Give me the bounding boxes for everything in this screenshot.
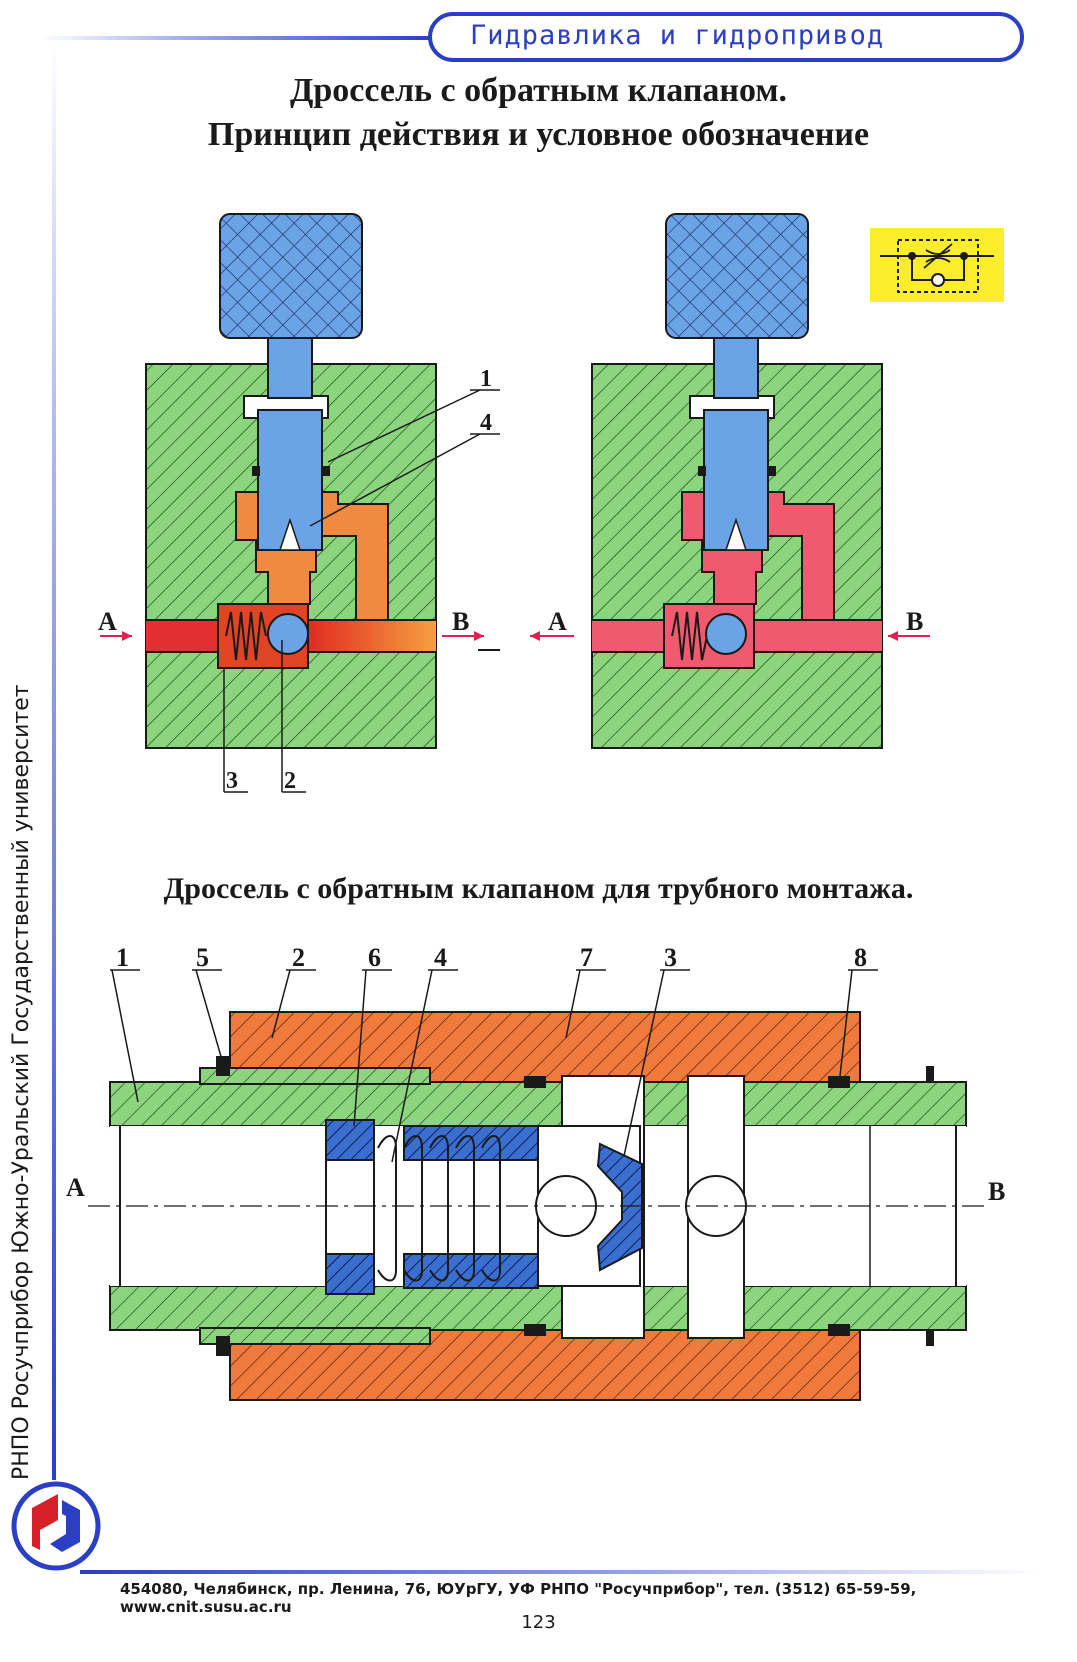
bottom-callout-6: 6 <box>368 943 381 972</box>
right-throttle-valve: A B <box>530 213 930 749</box>
footer-address: 454080, Челябинск, пр. Ленина, 76, ЮУрГУ… <box>120 1580 917 1616</box>
right-spring <box>671 611 708 661</box>
side-decor-line <box>52 40 56 1480</box>
spring-seat-bottom <box>325 1253 375 1295</box>
footer-decor-line <box>80 1570 1040 1574</box>
page-number: 123 <box>521 1612 556 1633</box>
left-knob <box>219 213 363 339</box>
poppet-guide-bottom <box>403 1253 539 1289</box>
header-subject: Гидравлика и гидропривод <box>470 20 885 51</box>
bottom-callout-8: 8 <box>854 943 867 972</box>
left-stem <box>267 335 313 399</box>
bottom-callout-7: 7 <box>580 943 593 972</box>
seal-5-bottom <box>216 1336 230 1356</box>
bottom-port-b: B <box>988 1177 1005 1206</box>
spring-coil-4 <box>455 1135 475 1282</box>
left-outlet-channel <box>296 620 436 652</box>
pipe-mount-diagram: A B 1 5 2 6 4 7 3 8 <box>66 943 1005 1401</box>
bottom-callout-3: 3 <box>664 943 677 972</box>
spring-coil-5 <box>481 1135 501 1282</box>
seal-8-top <box>828 1076 850 1088</box>
poppet-guide-top <box>403 1125 539 1161</box>
left-port-a: A <box>98 607 117 636</box>
page-subtitle: Принцип действия и условное обозначение <box>207 116 870 153</box>
logo <box>11 1481 101 1571</box>
bottom-callout-2: 2 <box>292 943 305 972</box>
bottom-callout-1: 1 <box>116 943 129 972</box>
left-callout-3: 3 <box>226 768 238 794</box>
left-port-b: B <box>452 607 469 636</box>
right-port-a: A <box>548 607 567 636</box>
bottom-callout-5: 5 <box>196 943 209 972</box>
left-callout-4: 4 <box>480 410 492 436</box>
bottom-callout-4: 4 <box>434 943 447 972</box>
left-callout-2: 2 <box>284 768 296 794</box>
left-ball <box>267 613 309 655</box>
spring-coil-2 <box>403 1135 423 1282</box>
spring-seat-top <box>325 1119 375 1161</box>
spring-coil-3 <box>429 1135 449 1282</box>
seal-5-top <box>216 1056 230 1076</box>
section-title: Дроссель с обратным клапаном для трубног… <box>163 872 914 905</box>
hydraulic-symbol <box>870 228 1004 302</box>
poppet-cone <box>596 1142 643 1272</box>
right-knob <box>665 213 809 339</box>
spring-coil-1 <box>377 1135 397 1282</box>
body-wall-bottom <box>109 1285 967 1331</box>
right-ball <box>705 613 747 655</box>
right-port-b: B <box>906 607 923 636</box>
header-decor-line <box>40 36 432 40</box>
body-wall-top <box>109 1081 967 1127</box>
bottom-port-a: A <box>66 1173 85 1202</box>
top-diagrams: A B 1 4 3 2 A B <box>98 213 1004 794</box>
left-throttle-valve: A B 1 4 3 2 <box>98 213 500 794</box>
header-badge <box>428 12 1024 62</box>
left-callout-1: 1 <box>480 366 492 392</box>
seal-8-bottom <box>828 1324 850 1336</box>
page-title: Дроссель с обратным клапаном. <box>289 72 788 109</box>
left-spring <box>225 611 267 661</box>
right-stem <box>713 335 759 399</box>
